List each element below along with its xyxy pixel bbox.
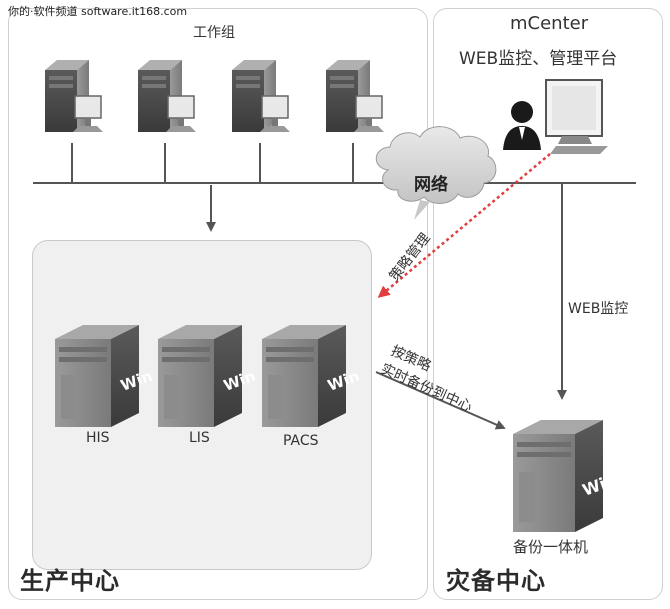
- mcenter-title: mCenter: [510, 13, 589, 34]
- workstation-3: [232, 60, 290, 132]
- server-lis: Win: [158, 325, 258, 427]
- workstation-1: [45, 60, 103, 132]
- server-pacs: Win: [262, 325, 362, 427]
- workstation-4: [326, 60, 384, 132]
- backup-server: Win: [513, 420, 619, 532]
- workstation-links: [71, 143, 354, 183]
- admin-workstation: [503, 79, 608, 154]
- server-pacs-label: PACS: [283, 433, 319, 449]
- mcenter-subtitle: WEB监控、管理平台: [459, 49, 618, 69]
- workstation-2: [138, 60, 196, 132]
- policy-management-label: 策略管理: [386, 230, 434, 285]
- network-label: 网络: [414, 175, 448, 195]
- server-his-label: HIS: [86, 430, 110, 446]
- backup-flow-arrow: [375, 371, 506, 430]
- workgroup-label: 工作组: [193, 25, 235, 41]
- policy-management-arrow: [377, 153, 551, 298]
- production-center-title: 生产中心: [20, 567, 120, 595]
- watermark: 你的·软件频道 software.it168.com: [8, 5, 188, 18]
- backup-server-label: 备份一体机: [513, 538, 589, 556]
- network-cloud-icon: [375, 126, 497, 220]
- server-lis-label: LIS: [189, 430, 210, 446]
- disaster-center-title: 灾备中心: [446, 567, 546, 595]
- web-monitor-label: WEB监控: [568, 301, 629, 317]
- server-his: Win: [55, 325, 155, 427]
